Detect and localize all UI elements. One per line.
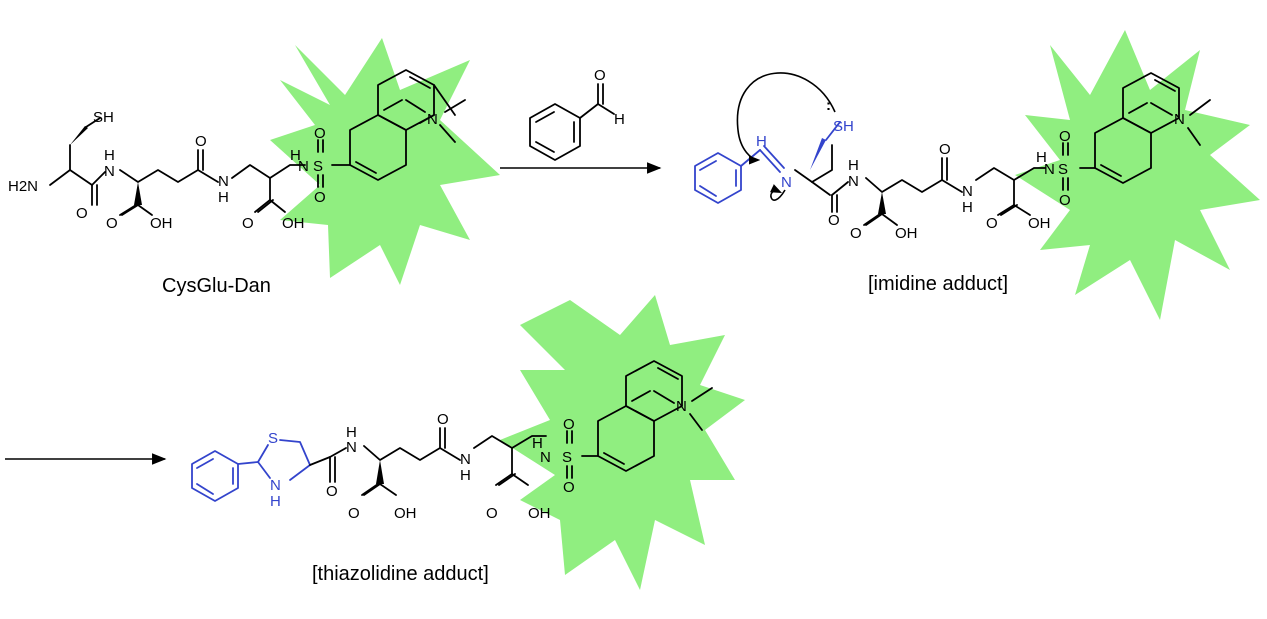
atom-nme2: N: [427, 111, 438, 128]
atom-oh: OH: [394, 505, 417, 522]
atom-o: O: [195, 133, 207, 150]
atom-n: N: [540, 449, 551, 466]
curly-arrow-1: [736, 72, 836, 165]
molecule-imidine-adduct: H N SH : O N H O OH O N H O OH H N S O O…: [694, 72, 1211, 295]
atom-o: O: [850, 225, 862, 242]
atom-o: O: [986, 215, 998, 232]
atom-nme2: N: [676, 398, 687, 415]
atom-o: O: [242, 215, 254, 232]
atom-s: S: [313, 158, 323, 175]
atom-oh: OH: [895, 225, 918, 242]
atom-h: H: [104, 147, 115, 164]
atom-s: S: [1058, 161, 1068, 178]
atom-h: H: [218, 189, 229, 206]
atom-h2n: H2N: [8, 178, 38, 195]
atom-h: H: [290, 147, 301, 164]
atom-n: N: [270, 477, 281, 494]
atom-sh: SH: [833, 118, 854, 135]
molecule-cysglu-dan: SH H2N N H O O OH O N H O OH H N S O O N…: [8, 69, 466, 297]
atom-h: H: [1036, 149, 1047, 166]
wedge-bond: [70, 126, 88, 145]
atom-h: H: [756, 133, 767, 150]
atom-n: N: [298, 158, 309, 175]
atom-o: O: [437, 411, 449, 428]
atom-sh: SH: [93, 109, 114, 126]
fluorescence-burst-3: [500, 295, 745, 590]
atom-n: N: [962, 183, 973, 200]
molecule-thiazolidine-adduct: S N H O N H O OH O N H O OH H N S O O N …: [191, 360, 713, 585]
atom-o: O: [348, 505, 360, 522]
caption-imidine-adduct: [imidine adduct]: [868, 273, 1008, 295]
atom-o: O: [314, 189, 326, 206]
lone-pair: :: [826, 97, 831, 114]
atom-oh: OH: [528, 505, 551, 522]
wedge-bond: [810, 138, 826, 170]
atom-n: N: [781, 174, 792, 191]
curly-arrow-2: [769, 184, 786, 201]
atom-o: O: [106, 215, 118, 232]
wedge-bond: [878, 192, 886, 214]
atom-o: O: [828, 212, 840, 229]
wedge-bond: [376, 460, 384, 484]
atom-h: H: [848, 157, 859, 174]
atom-s: S: [268, 430, 278, 447]
fluorescence-burst-1: [270, 38, 500, 285]
atom-n: N: [346, 439, 357, 456]
atom-s: S: [562, 449, 572, 466]
atom-h: H: [460, 467, 471, 484]
atom-n: N: [1044, 161, 1055, 178]
atom-o: O: [594, 67, 606, 84]
atom-nme2: N: [1174, 111, 1185, 128]
atom-n: N: [104, 163, 115, 180]
caption-cysglu-dan: CysGlu-Dan: [162, 275, 271, 297]
atom-o: O: [486, 505, 498, 522]
atom-h: H: [346, 424, 357, 441]
atom-n: N: [848, 173, 859, 190]
atom-o: O: [1059, 192, 1071, 209]
atom-n: N: [460, 451, 471, 468]
atom-o: O: [326, 483, 338, 500]
atom-o: O: [1059, 128, 1071, 145]
caption-thiazolidine-adduct: [thiazolidine adduct]: [312, 563, 489, 585]
reagent-benzaldehyde: O H: [529, 67, 625, 161]
wedge-bond: [134, 182, 142, 205]
atom-h: H: [962, 199, 973, 216]
atom-h: H: [614, 111, 625, 128]
atom-oh: OH: [150, 215, 173, 232]
atom-oh: OH: [282, 215, 305, 232]
atom-o: O: [76, 205, 88, 222]
atom-oh: OH: [1028, 215, 1051, 232]
atom-h: H: [270, 493, 281, 510]
atom-o: O: [939, 141, 951, 158]
atom-o: O: [314, 125, 326, 142]
atom-n: N: [218, 173, 229, 190]
atom-h: H: [532, 435, 543, 452]
atom-o: O: [563, 416, 575, 433]
atom-o: O: [563, 479, 575, 496]
